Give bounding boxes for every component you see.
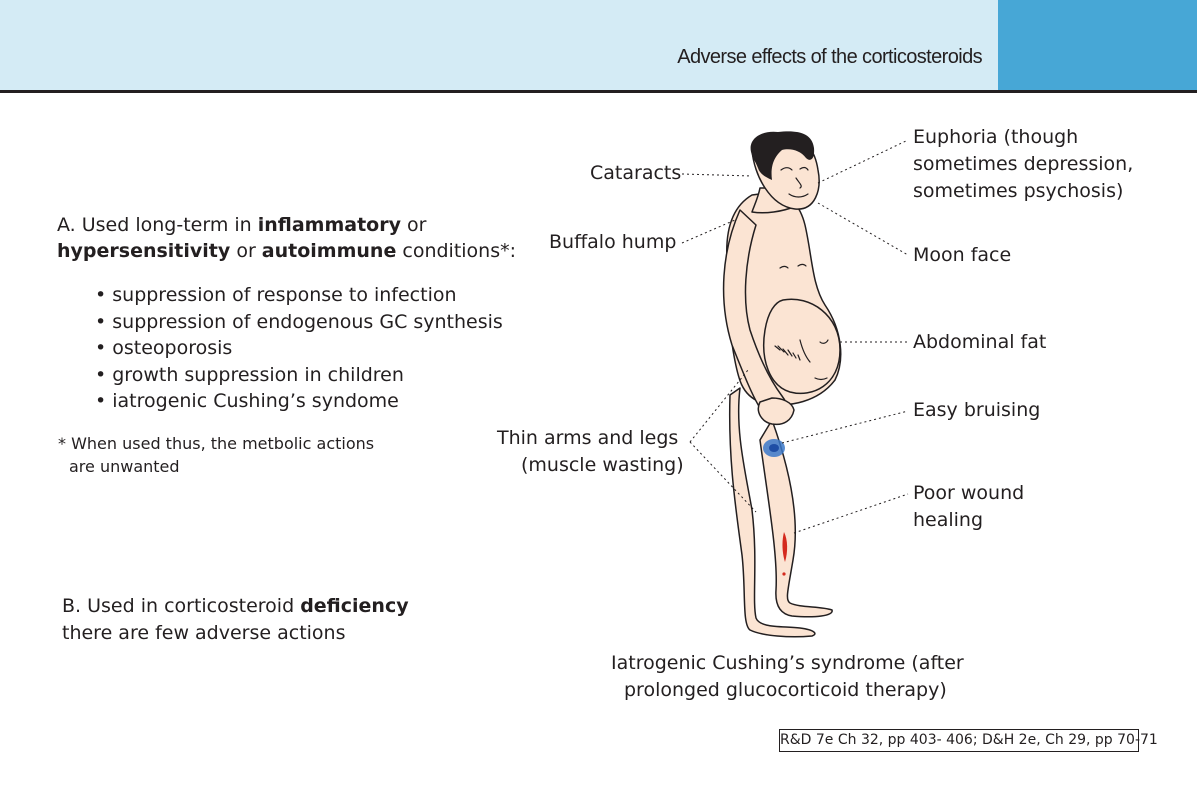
label-cataracts: Cataracts [590, 162, 682, 184]
section-b-line1: B. Used in corticosteroid deficiency [62, 593, 409, 619]
header-rule [0, 90, 1197, 93]
reference-citation: R&D 7e Ch 32, pp 403- 406; D&H 2e, Ch 29… [779, 729, 1158, 752]
list-item: • suppression of endogenous GC synthesis [95, 310, 503, 333]
back-leg [759, 419, 833, 618]
wound-mark [782, 532, 788, 562]
label-thin-limbs-line1: Thin arms and legs [497, 427, 679, 449]
label-euphoria-line3: sometimes psychosis) [913, 180, 1124, 202]
front-leg [728, 387, 816, 638]
list-item: • iatrogenic Cushing’s syndome [95, 390, 399, 412]
section-b-line1-bold: deficiency [300, 595, 409, 617]
section-a-line1-suffix: or [401, 214, 427, 236]
section-b-line1-prefix: B. Used in corticosteroid [62, 595, 301, 617]
section-a-heading-line2: hypersensitivity or autoimmune condition… [57, 238, 516, 264]
figure-caption-line1: Iatrogenic Cushing’s syndrome (after [611, 652, 964, 674]
adverse-effects-list: • suppression of response to infection •… [95, 282, 503, 415]
page-title: Adverse effects of the corticosteroids [677, 46, 982, 68]
label-buffalo-hump: Buffalo hump [549, 231, 677, 253]
leader-lines [681, 139, 909, 534]
label-abdominal-fat: Abdominal fat [913, 331, 1047, 353]
section-a-heading-line1: A. Used long-term in inflammatory or [57, 212, 426, 238]
section-a-line1-prefix: A. Used long-term in [57, 214, 258, 236]
hair [750, 131, 815, 180]
label-poor-wound-line2: healing [913, 509, 984, 531]
label-poor-wound-line1: Poor wound [913, 482, 1025, 504]
label-euphoria-line1: Euphoria (though [913, 126, 1079, 148]
label-easy-bruising: Easy bruising [913, 399, 1041, 421]
header-band [0, 0, 998, 92]
section-a-line2-bold1: hypersensitivity [57, 240, 231, 262]
section-a-line1-bold: inflammatory [257, 214, 401, 236]
label-moon-face: Moon face [913, 244, 1012, 266]
footnote-line2: are unwanted [69, 457, 180, 476]
section-b-line2: there are few adverse actions [62, 622, 346, 644]
hand [757, 397, 795, 426]
section-a-line2-bold2: autoimmune [261, 240, 397, 262]
section-a-line2-mid: or [230, 240, 262, 262]
label-euphoria-line2: sometimes depression, [913, 153, 1134, 175]
footnote-line1: * When used thus, the metbolic actions [58, 434, 375, 453]
header-accent-block [998, 0, 1197, 92]
list-item: • suppression of response to infection [95, 284, 457, 306]
list-item: • growth suppression in children [95, 363, 404, 386]
list-item: • osteoporosis [95, 337, 233, 359]
section-a-line2-suffix: conditions*: [396, 240, 517, 262]
label-thin-limbs-line2: (muscle wasting) [521, 454, 684, 476]
figure-caption-line2: prolonged glucocorticoid therapy) [624, 679, 947, 701]
